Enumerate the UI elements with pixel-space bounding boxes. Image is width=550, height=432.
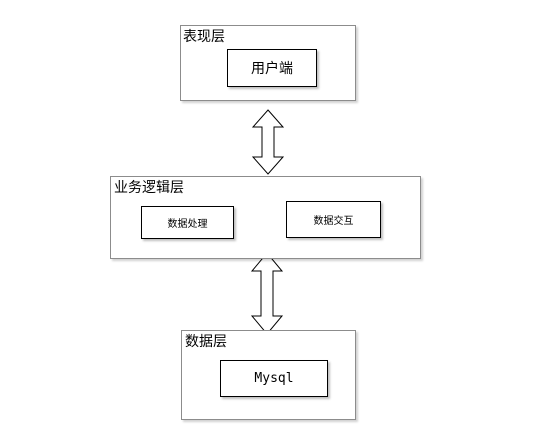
business-logic-layer-label: 业务逻辑层 (114, 180, 184, 196)
data-layer-label: 数据层 (185, 334, 227, 350)
double-arrow-bottom (250, 252, 284, 335)
client-box: 用户端 (227, 49, 317, 87)
data-processing-box: 数据处理 (141, 206, 234, 239)
double-arrow-top (251, 109, 285, 175)
mysql-box: Mysql (220, 360, 328, 397)
data-interaction-box: 数据交互 (286, 201, 381, 238)
presentation-layer-label: 表现层 (183, 29, 225, 45)
